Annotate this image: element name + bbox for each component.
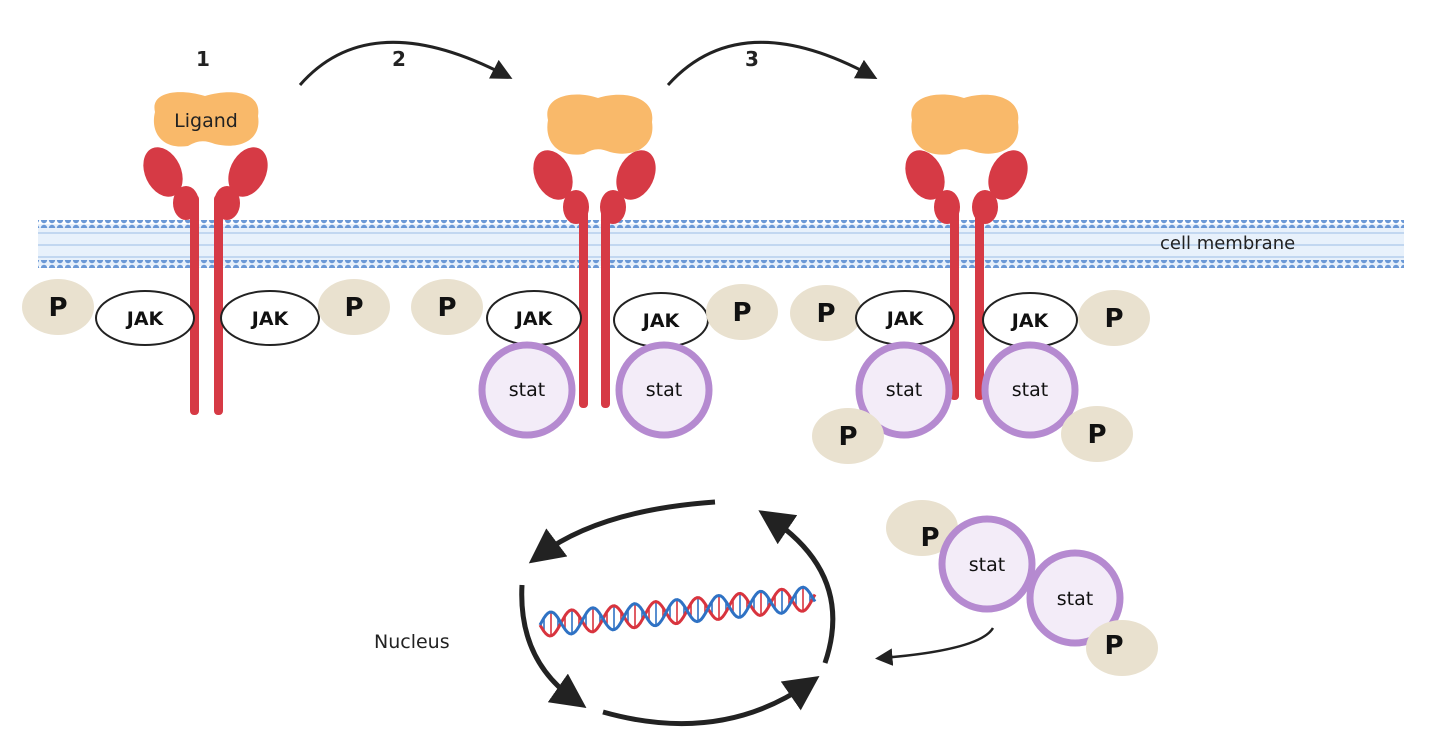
phosphate-label: P	[838, 422, 857, 452]
phosphate-label: P	[437, 293, 456, 323]
receptor-1-left	[143, 147, 199, 415]
stat-3a	[855, 341, 953, 439]
jak-1a	[95, 290, 195, 346]
phosphate-1a	[22, 279, 94, 335]
ligand-2	[547, 94, 653, 155]
phosphate-2a	[411, 279, 483, 335]
receptor-group-1: Ligand P JAK JAK P	[22, 92, 390, 415]
jak-label: JAK	[514, 308, 554, 330]
jak-label: JAK	[641, 310, 681, 332]
phosphate-label: P	[1104, 631, 1123, 661]
jak-label: JAK	[1010, 310, 1050, 332]
nucleus	[519, 499, 836, 727]
jak-1b	[220, 290, 320, 346]
ligand-label: Ligand	[174, 110, 238, 132]
stat-label: stat	[509, 379, 545, 401]
step-2-label: 2	[392, 47, 406, 71]
jak-label: JAK	[250, 308, 290, 330]
stat-label: stat	[969, 554, 1005, 576]
phosphate-1b	[318, 279, 390, 335]
receptor-1-right	[214, 147, 268, 415]
dna-helix-icon	[538, 585, 817, 638]
phosphate-3c	[812, 408, 884, 464]
receptor-3-left	[905, 150, 960, 400]
stat-label: stat	[1057, 588, 1093, 610]
phosphate-3b	[1078, 290, 1150, 346]
phosphate-label: P	[1104, 304, 1123, 334]
phosphate-label: P	[1087, 420, 1106, 450]
cell-membrane-label: cell membrane	[1160, 233, 1295, 254]
jak-label: JAK	[885, 308, 925, 330]
ligand-3	[911, 94, 1019, 155]
stat-d2	[1026, 549, 1124, 647]
dna-strand-blue	[538, 585, 817, 636]
dna-strand-red	[538, 587, 817, 638]
jak-label: JAK	[125, 308, 165, 330]
phosphate-label: P	[920, 523, 939, 553]
stat-2b	[615, 341, 713, 439]
phosphate-d1	[886, 500, 958, 556]
stat-3b	[981, 341, 1079, 439]
arrow-step-2-to-3	[666, 40, 878, 87]
cell-membrane	[38, 220, 1404, 268]
stat-label: stat	[1012, 379, 1048, 401]
phosphate-d2	[1086, 620, 1158, 676]
stat-2a	[478, 341, 576, 439]
receptor-2-left	[533, 150, 589, 408]
receptor-group-3: P JAK JAK P stat stat P P	[790, 94, 1150, 464]
step-3-label: 3	[745, 47, 759, 71]
phosphate-label: P	[344, 293, 363, 323]
receptor-2-right	[600, 150, 656, 408]
stat-d1	[938, 515, 1036, 613]
phosphate-3d	[1061, 406, 1133, 462]
arrow-dimer-to-nucleus	[875, 627, 995, 666]
arrow-step-1-to-2	[298, 40, 513, 86]
stat-dimer: P stat stat P	[886, 500, 1158, 676]
phosphate-3a	[790, 285, 862, 341]
phosphate-2b	[706, 284, 778, 340]
stat-label: stat	[886, 379, 922, 401]
receptor-3-right	[972, 150, 1028, 400]
receptor-group-2: P JAK JAK P stat stat	[411, 94, 778, 439]
stat-label: stat	[646, 379, 682, 401]
ligand-1	[153, 92, 259, 147]
nucleus-label: Nucleus	[374, 631, 450, 653]
phosphate-label: P	[732, 298, 751, 328]
phosphate-label: P	[816, 299, 835, 329]
phosphate-label: P	[48, 293, 67, 323]
step-1-label: 1	[196, 47, 210, 71]
